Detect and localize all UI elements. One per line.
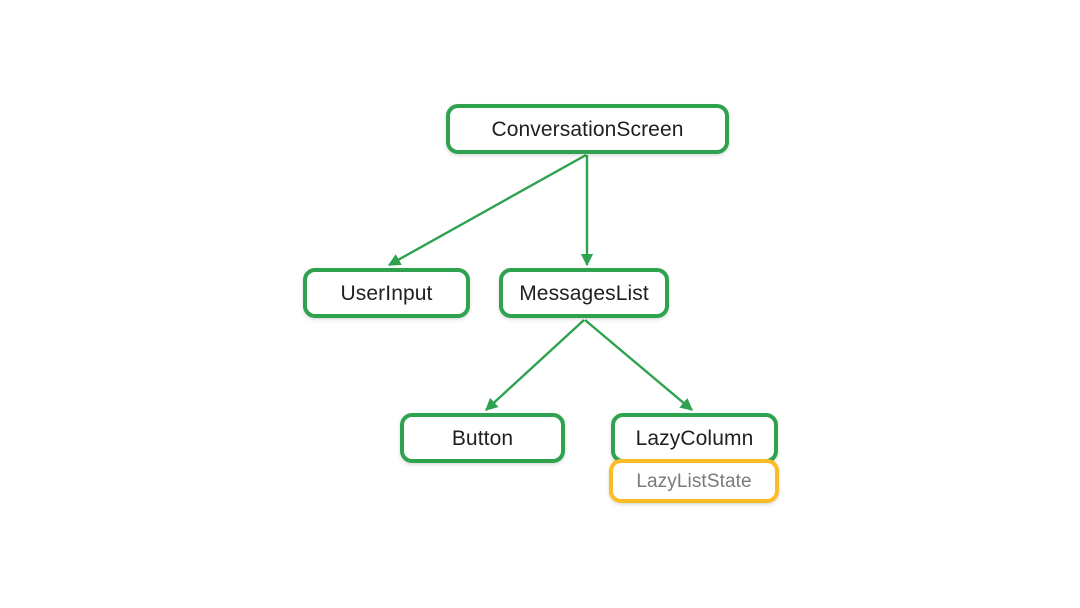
node-label-messageslist: MessagesList <box>519 281 649 305</box>
node-label-lazycolumn: LazyColumn <box>635 426 754 450</box>
node-lazycolumn[interactable]: LazyColumn <box>611 413 778 463</box>
edge-conversationscreen-to-userinput <box>387 153 587 267</box>
node-button[interactable]: Button <box>400 413 565 463</box>
node-messageslist[interactable]: MessagesList <box>499 268 669 318</box>
node-label-lazyliststate: LazyListState <box>636 470 752 492</box>
node-label-conversationscreen: ConversationScreen <box>491 117 684 141</box>
node-userinput[interactable]: UserInput <box>303 268 470 318</box>
node-lazyliststate[interactable]: LazyListState <box>609 459 779 503</box>
node-label-userinput: UserInput <box>340 281 433 305</box>
edge-messageslist-to-button <box>485 319 585 411</box>
edge-messageslist-to-lazycolumn <box>584 319 693 411</box>
node-label-button: Button <box>451 426 514 450</box>
node-conversationscreen[interactable]: ConversationScreen <box>446 104 729 154</box>
